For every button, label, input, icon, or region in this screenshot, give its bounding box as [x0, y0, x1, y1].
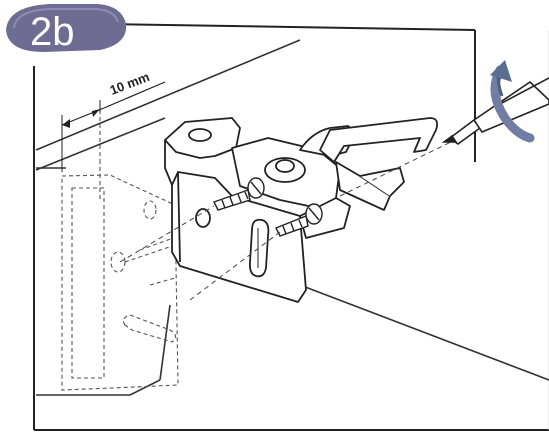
step-badge: 2b — [6, 4, 127, 54]
dimension-label: 10 mm — [108, 69, 152, 98]
dimension-marker: 10 mm — [61, 69, 166, 172]
alignment-lines — [119, 139, 456, 301]
rotation-arrow-icon — [490, 60, 535, 143]
screw-right — [275, 203, 323, 237]
hinge-bracket — [164, 117, 439, 303]
step-number: 2b — [30, 10, 75, 54]
cabinet-panel — [35, 39, 549, 396]
screw-left — [213, 177, 265, 211]
screwdriver-icon — [441, 77, 549, 145]
diagram-frame — [33, 23, 549, 431]
